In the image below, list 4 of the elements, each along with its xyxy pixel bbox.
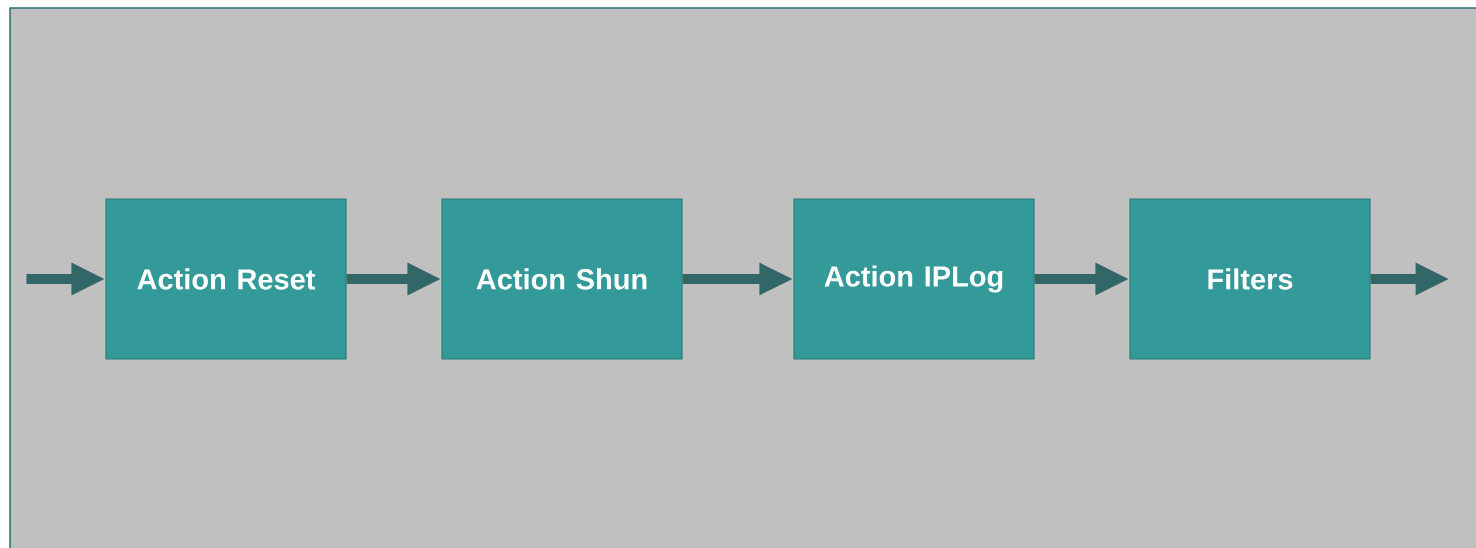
- process-box: Action Reset: [105, 198, 347, 360]
- process-box: Filters: [1129, 198, 1371, 360]
- process-box: Action Shun: [441, 198, 683, 360]
- process-box: Action IPLog: [793, 198, 1035, 360]
